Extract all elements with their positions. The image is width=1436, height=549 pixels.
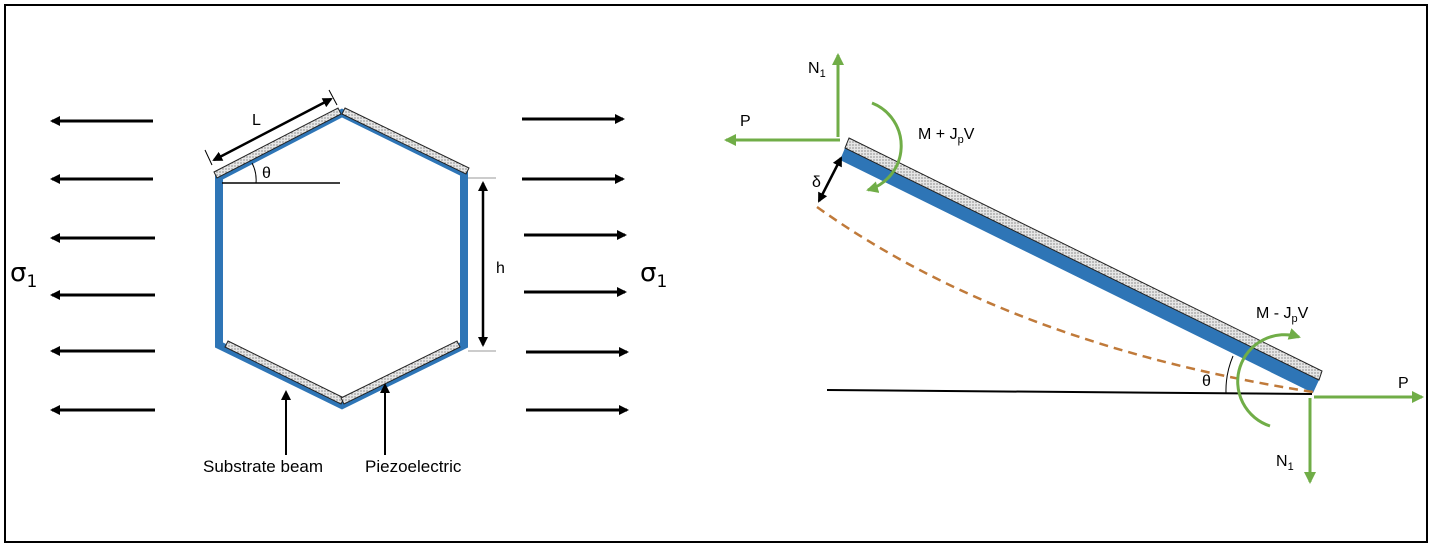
n1-top-label: N1: [808, 60, 826, 80]
right-theta-label: θ: [1202, 373, 1211, 390]
p-right-label: P: [1398, 375, 1409, 392]
moment-bottom-label: M - JpV: [1256, 305, 1309, 325]
reference-line: [826, 389, 1313, 395]
moment-top-arrow: [866, 101, 903, 193]
length-label: L: [252, 112, 261, 129]
deflection-dimension: [817, 156, 843, 203]
left-stress-arrows: [50, 116, 155, 415]
piezo-layers: [213, 107, 470, 405]
height-dimension: [468, 177, 496, 352]
deflected-shape: [816, 205, 1314, 394]
inclined-piezo-layer: [844, 137, 1323, 381]
moment-bottom-arrow: [1236, 328, 1301, 428]
stress-label-left: σ1: [10, 258, 37, 292]
moment-top-label: M + JpV: [918, 126, 975, 146]
stress-label-right: σ1: [640, 258, 667, 292]
right-stress-arrows: [522, 114, 629, 415]
height-label: h: [496, 260, 505, 277]
delta-label: δ: [812, 174, 821, 191]
n1-bottom-label: N1: [1276, 453, 1294, 473]
theta-arc: [251, 162, 257, 184]
figure-frame: [4, 4, 1428, 543]
theta-label: θ: [262, 165, 271, 182]
inclined-substrate-beam: [840, 148, 1319, 393]
substrate-caption: Substrate beam: [203, 457, 323, 476]
length-dimension: [204, 89, 338, 166]
right-theta-arc: [1225, 355, 1234, 394]
piezo-caption: Piezoelectric: [365, 457, 462, 476]
p-left-label: P: [740, 113, 751, 130]
